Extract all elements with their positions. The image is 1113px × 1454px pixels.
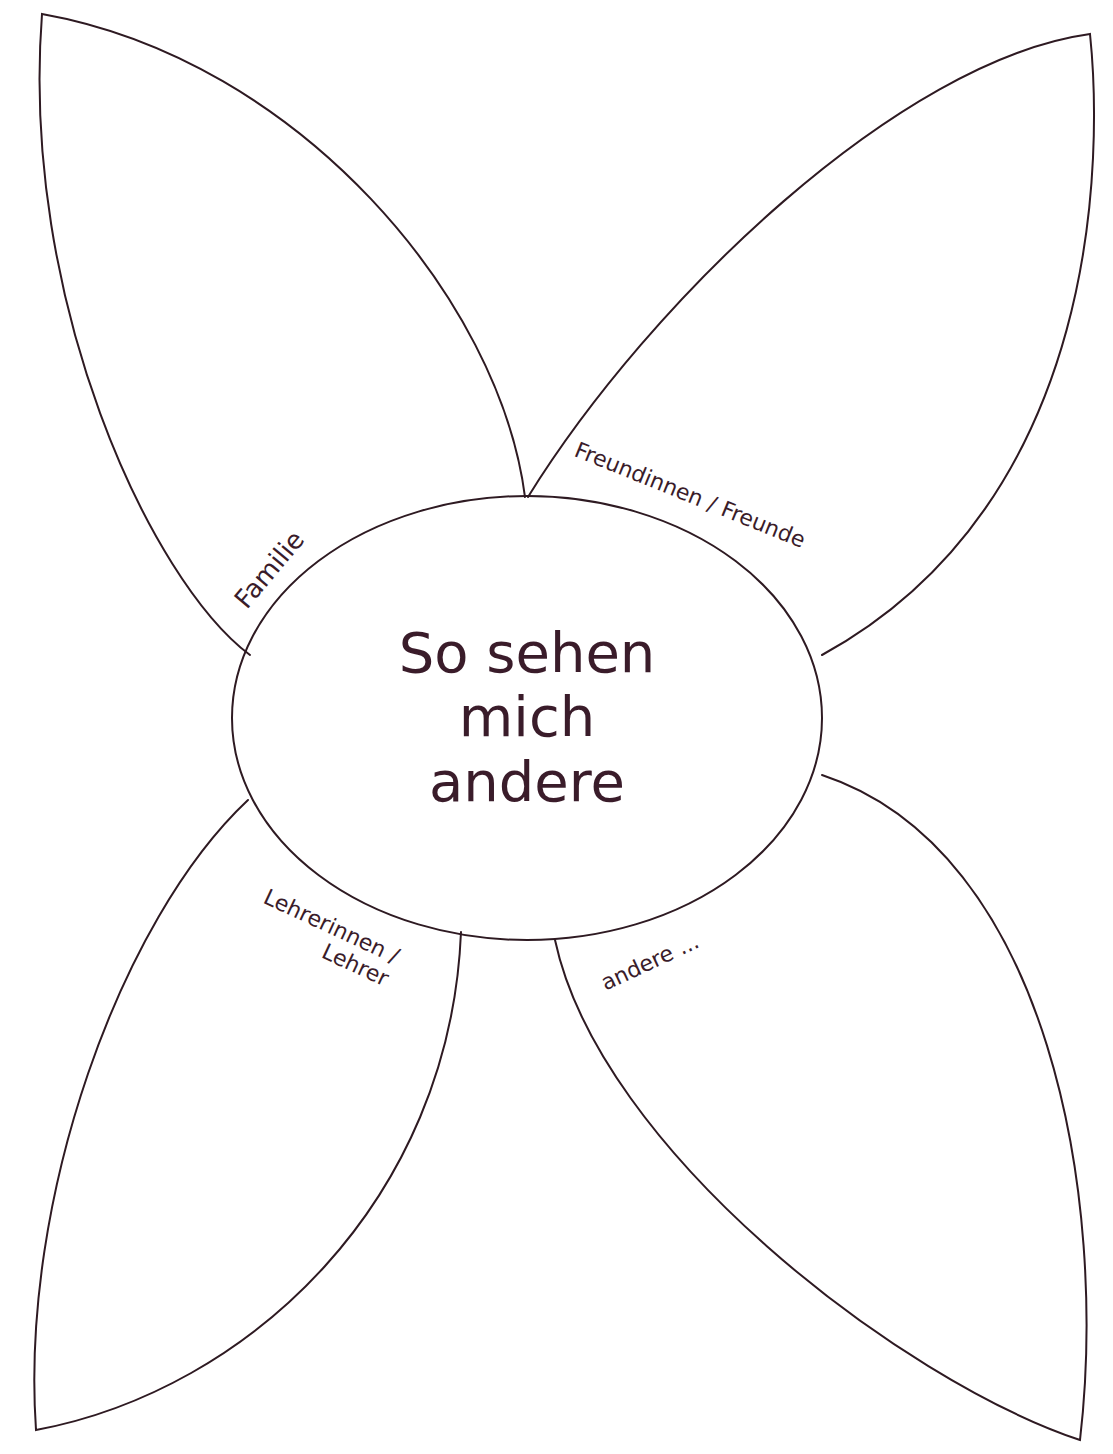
oval-line: [232, 496, 822, 940]
teachers-petal: Lehrerinnen / Lehrer: [20, 780, 480, 1454]
petal-label: Familie: [229, 525, 311, 614]
petal-label: andere ...: [597, 928, 703, 995]
others-petal: andere ...: [540, 760, 1113, 1454]
center-heading: So sehen mich andere: [376, 621, 679, 814]
petal-line: [555, 775, 1087, 1440]
petal-outline: [20, 780, 480, 1454]
petal-line: [40, 14, 525, 655]
petal-line: [528, 34, 1094, 655]
petal-outline: [510, 0, 1113, 670]
petal-outline: [540, 760, 1113, 1454]
friends-petal: Freundinnen / Freunde: [510, 0, 1113, 670]
petal-line: [34, 800, 461, 1430]
petal-label: Lehrerinnen / Lehrer: [237, 878, 403, 991]
petal-label: Freundinnen / Freunde: [571, 437, 809, 553]
family-petal: Familie: [20, 0, 540, 670]
center-oval: So sehen mich andere: [225, 490, 830, 950]
